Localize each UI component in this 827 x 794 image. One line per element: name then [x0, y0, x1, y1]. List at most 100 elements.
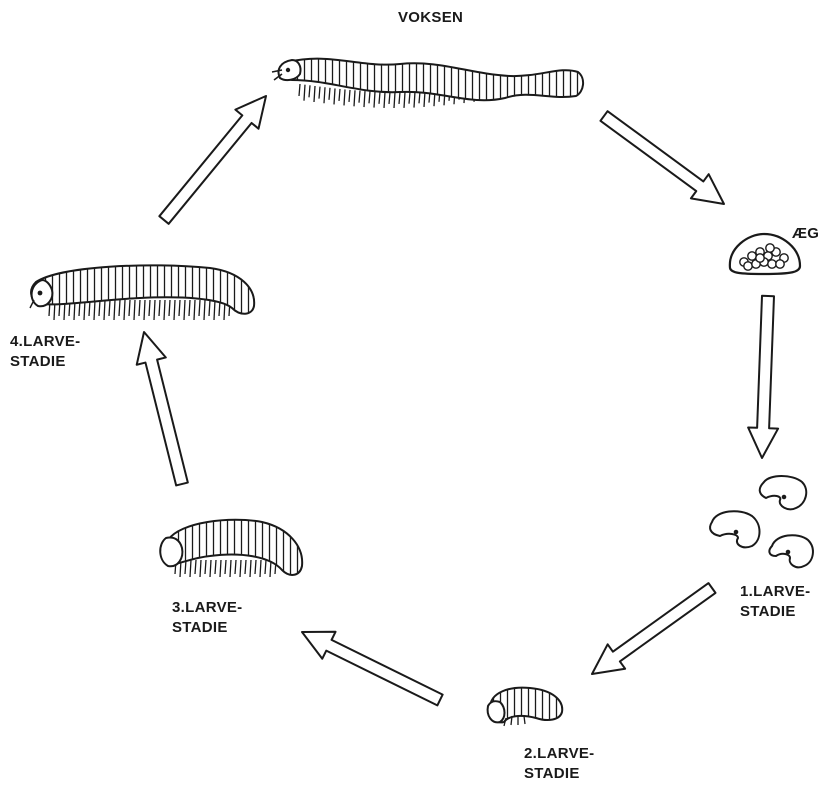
leg — [408, 91, 411, 104]
leg — [353, 90, 356, 107]
larva-stage-3-label-line1: 3.LARVE- — [172, 599, 243, 616]
larva-stage-3-label: 3.LARVE- STADIE — [172, 598, 242, 638]
leg — [183, 299, 186, 321]
larva-stage-3-label-line2: STADIE — [172, 619, 228, 636]
leg — [239, 559, 242, 578]
leg — [143, 299, 146, 321]
leg — [264, 559, 267, 575]
leg — [333, 88, 336, 105]
larva-stage-4-label-line1: 4.LARVE- — [10, 333, 81, 350]
leg — [358, 90, 361, 103]
leg — [398, 91, 401, 105]
larva-stage-4-illustration — [29, 264, 256, 321]
leg — [378, 91, 381, 104]
leg — [214, 559, 217, 575]
leg — [128, 299, 131, 317]
larva-stage-1-label-line2: STADIE — [740, 603, 796, 620]
leg — [313, 85, 316, 103]
egg — [743, 261, 753, 271]
leg — [343, 89, 346, 106]
larva-stage-1-label-line1: 1.LARVE- — [740, 583, 811, 600]
leg — [199, 559, 202, 578]
leg — [189, 559, 192, 578]
leg — [168, 299, 171, 317]
leg — [198, 299, 201, 317]
leg — [244, 559, 247, 575]
adult-millipede-illustration — [271, 57, 584, 109]
leg — [148, 299, 151, 317]
larva-stage-2-label: 2.LARVE- STADIE — [524, 744, 594, 784]
leg — [163, 299, 166, 321]
leg — [123, 299, 126, 321]
leg — [368, 91, 371, 104]
leg — [133, 299, 136, 321]
leg — [103, 299, 106, 321]
egg-cluster-illustration — [728, 232, 802, 276]
larva-stage-4-label: 4.LARVE- STADIE — [10, 332, 80, 372]
arrow-egg-to-larva1 — [747, 294, 780, 459]
leg — [383, 91, 386, 108]
egg — [747, 251, 757, 261]
leg — [373, 91, 376, 108]
leg — [254, 559, 257, 575]
larva-stage-1-label: 1.LARVE- STADIE — [740, 582, 810, 622]
leg — [234, 559, 237, 575]
larva-stage-2-label-line2: STADIE — [524, 765, 580, 782]
larva-stage-2-label-line1: 2.LARVE- — [524, 745, 595, 762]
leg — [298, 83, 301, 97]
adult-stage-label: VOKSEN — [398, 8, 463, 28]
leg — [229, 559, 232, 578]
leg — [204, 559, 207, 575]
arrow-larva3-to-larva4 — [135, 331, 189, 487]
larva-stage-2-illustration — [486, 686, 564, 727]
larva-stage-1-illustration — [709, 475, 814, 569]
leg — [83, 299, 86, 321]
leg — [113, 299, 116, 321]
leg — [318, 86, 321, 99]
egg-stage-label: ÆG — [792, 224, 819, 244]
arrow-larva1-to-larva2 — [591, 582, 717, 675]
leg — [153, 299, 156, 321]
egg — [755, 253, 765, 263]
leg — [173, 299, 176, 321]
leg — [208, 299, 211, 317]
arrow-adult-to-egg — [599, 110, 725, 205]
leg — [303, 84, 306, 101]
egg — [765, 243, 775, 253]
egg-stage-label-text: ÆG — [792, 225, 820, 242]
leg — [219, 559, 222, 578]
leg — [93, 299, 96, 321]
leg — [98, 299, 101, 317]
egg — [767, 259, 777, 269]
leg — [178, 299, 181, 317]
arrow-larva2-to-larva3 — [301, 630, 444, 707]
leg — [138, 299, 141, 317]
leg — [363, 91, 366, 108]
arrow-larva4-to-adult — [158, 95, 267, 225]
leg — [348, 89, 351, 102]
leg — [158, 299, 161, 317]
leg — [194, 559, 197, 575]
leg — [249, 559, 252, 578]
leg — [338, 88, 341, 102]
leg — [118, 299, 121, 317]
leg — [209, 559, 212, 578]
leg — [108, 299, 111, 317]
leg — [188, 299, 191, 317]
leg — [203, 299, 206, 321]
leg — [213, 299, 216, 321]
leg — [328, 87, 331, 100]
leg — [193, 299, 196, 321]
leg — [184, 559, 187, 575]
leg — [388, 91, 391, 105]
leg — [403, 91, 406, 108]
larva-stage-3-illustration — [159, 518, 304, 578]
egg — [775, 259, 785, 269]
leg — [323, 87, 326, 104]
leg — [393, 91, 396, 109]
larva-stage-4-label-line2: STADIE — [10, 353, 66, 370]
leg — [308, 85, 311, 98]
leg — [224, 559, 227, 575]
leg — [413, 91, 416, 108]
